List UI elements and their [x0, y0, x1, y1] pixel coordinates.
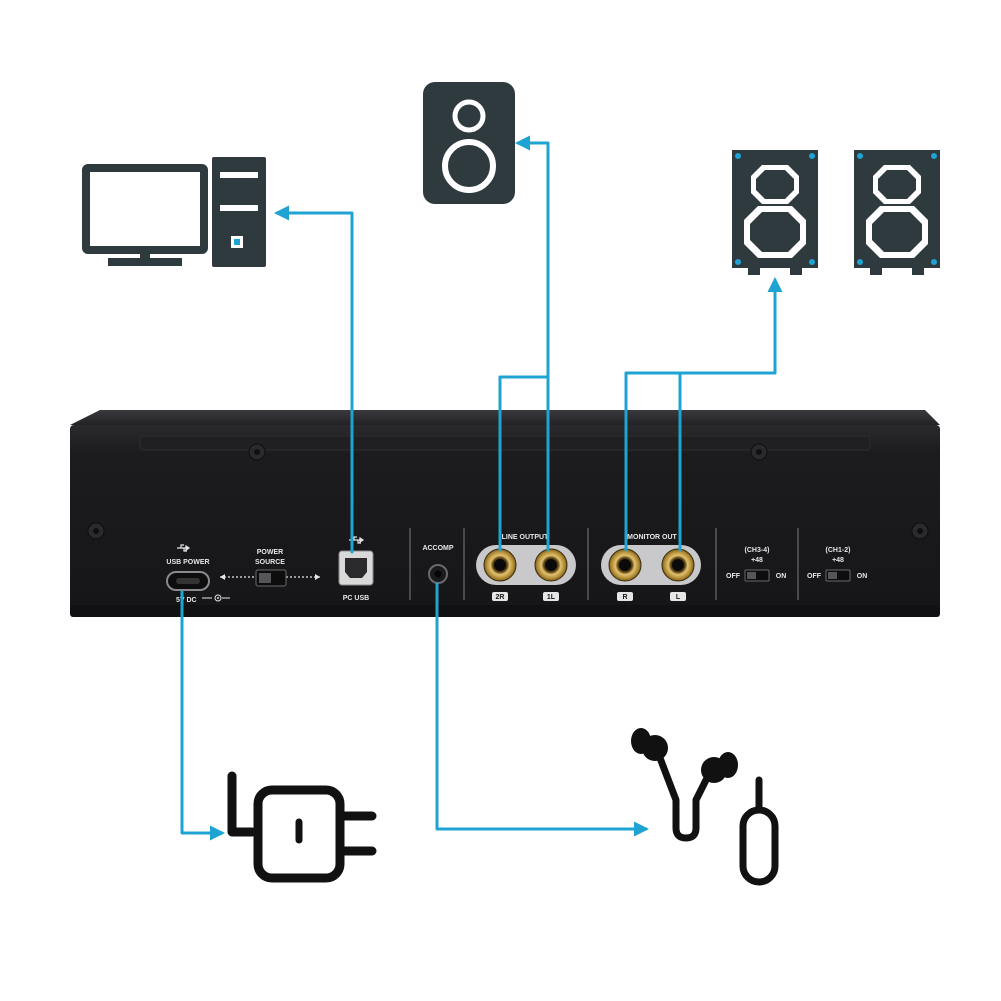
pc-usb-section: PC USB [338, 536, 374, 602]
power-source-switch-knob [259, 573, 271, 583]
cable-pc-usb-to-computer [274, 205, 354, 554]
phantom-ch12-off: OFF [807, 573, 822, 580]
line-output-2r-tag: 2R [496, 594, 505, 601]
phantom-ch12-on: ON [857, 573, 868, 580]
pc-tower [212, 157, 266, 267]
tower-bay [220, 172, 258, 178]
speaker-icon [423, 82, 515, 204]
usb-trident-icon [349, 536, 365, 544]
power-plug-icon [227, 771, 377, 883]
power-led [234, 239, 240, 245]
phantom-ch12-switch-knob [828, 572, 837, 579]
usb-b-port-inner [345, 558, 367, 578]
cables [180, 135, 783, 841]
power-source-section: POWER SOURCE [220, 549, 320, 587]
jack-hole [545, 559, 557, 571]
power-source-label-line2: SOURCE [255, 559, 285, 566]
screw-icon [750, 443, 768, 461]
monitor-screen [82, 164, 208, 254]
phantom-ch34-on: ON [776, 573, 787, 580]
accomp-jack-hole [434, 570, 442, 578]
phantom-ch12-label-line2: +48 [832, 557, 844, 564]
device-top-edge [70, 410, 940, 425]
earbud-right-body [701, 757, 727, 783]
phantom-ch34-switch-knob [747, 572, 756, 579]
accomp-section: ACCOMP [422, 545, 454, 584]
screw-icon [911, 522, 929, 540]
accomp-label: ACCOMP [422, 545, 453, 552]
tag-2r-bg [492, 592, 508, 601]
double-arrow-icon [220, 574, 320, 580]
line-output-section: LINE OUTPUT 2R 1L [476, 534, 576, 601]
phantom-ch12-section: (CH1-2) +48 OFF ON [807, 547, 868, 582]
power-source-label-line1: POWER [257, 549, 283, 556]
plug-cord [227, 771, 257, 837]
device-rear-face [70, 425, 940, 613]
plug-body [253, 785, 345, 883]
earphone-cable [656, 754, 710, 842]
usb-power-sublabel: 5V DC [176, 597, 197, 604]
usb-c-port-inner [176, 578, 200, 584]
tag-r-bg [617, 592, 633, 601]
device-lip [139, 435, 871, 451]
earphones-icon [631, 728, 779, 886]
monitor-out-section: MONITOR OUT R L [601, 534, 701, 601]
phantom-ch34-label-line2: +48 [751, 557, 763, 564]
tweeter [452, 99, 486, 133]
pc-usb-label: PC USB [343, 595, 369, 602]
tag-l-bg [670, 592, 686, 601]
cable-accomp-to-earphones [435, 582, 649, 837]
studio-monitor-pair-icon [732, 150, 940, 275]
device-bottom [70, 605, 940, 617]
earbud-left-body [642, 735, 668, 761]
tag-1l-bg [543, 592, 559, 601]
studio-monitor-right [854, 150, 940, 275]
phantom-ch34-section: (CH3-4) +48 OFF ON [726, 547, 787, 582]
phantom-ch34-label-line1: (CH3-4) [745, 547, 770, 554]
jack-hole [494, 559, 506, 571]
jack-hole [672, 559, 684, 571]
usb-power-label: USB POWER [166, 559, 209, 566]
phantom-ch12-label-line1: (CH1-2) [826, 547, 851, 554]
tower-bay [220, 205, 258, 211]
line-output-label: LINE OUTPUT [502, 534, 549, 541]
monitor-out-label: MONITOR OUT [627, 534, 677, 541]
studio-monitor-left [732, 150, 818, 275]
jack-hole [619, 559, 631, 571]
cable-usb-power-to-plug [180, 590, 225, 841]
dc-polarity-icon [202, 594, 230, 602]
line-output-1l-tag: 1L [547, 594, 556, 601]
usb-power-section: USB POWER 5V DC [166, 544, 230, 604]
monitor-neck [140, 250, 150, 260]
cable-monitor-out-to-monitors [624, 277, 783, 552]
monitor-base [108, 258, 182, 266]
usb-trident-icon [177, 544, 191, 552]
woofer [442, 139, 496, 193]
monitor-out-l-tag: L [676, 594, 681, 601]
screw-icon [87, 522, 105, 540]
audio-interface-rear-panel: USB POWER 5V DC POWER SOURCE [70, 410, 940, 617]
monitor-out-r-tag: R [622, 594, 627, 601]
phantom-ch34-off: OFF [726, 573, 741, 580]
jack-plug-body [739, 806, 779, 886]
desktop-computer-icon [82, 157, 266, 267]
screw-icon [248, 443, 266, 461]
